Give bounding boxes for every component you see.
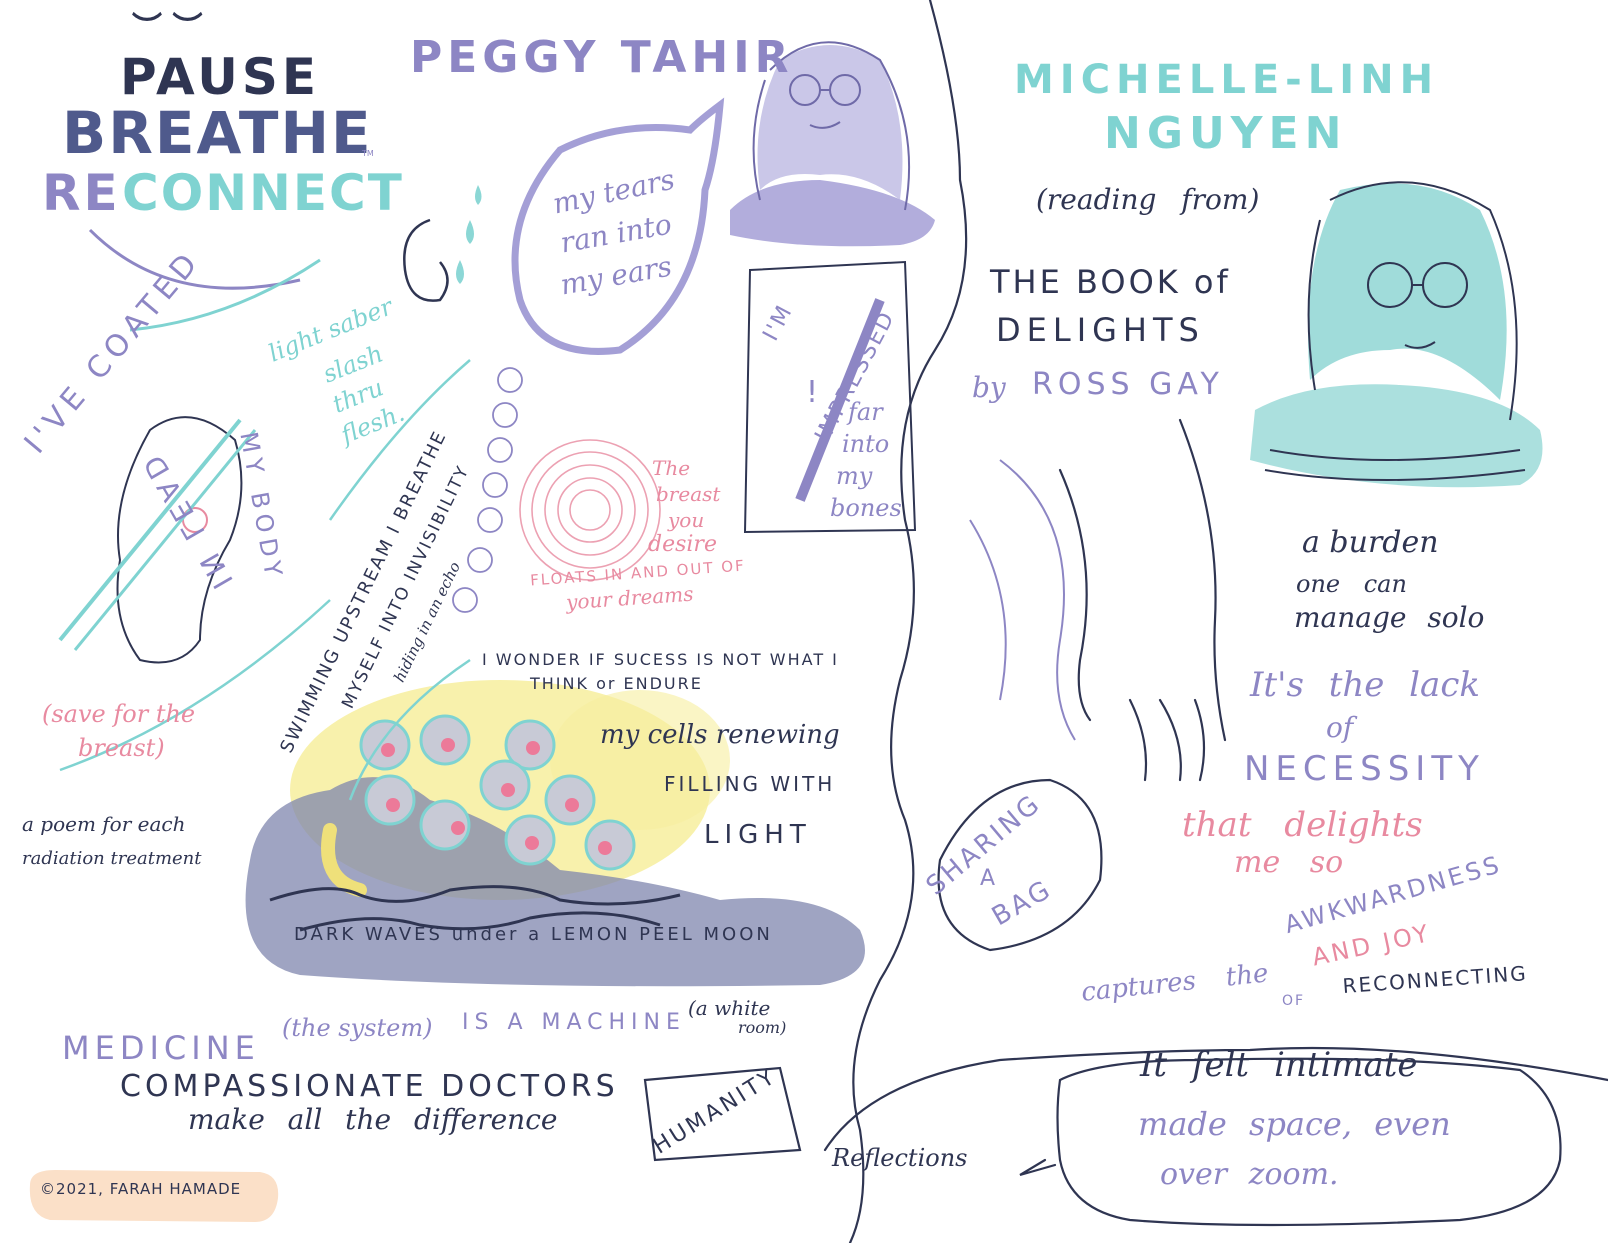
- lack-line: It's the lack: [1250, 665, 1480, 705]
- poem-each-2: radiation treatment: [22, 848, 202, 869]
- burden-1: a burden: [1302, 525, 1439, 560]
- wonder-line-2: THINK or ENDURE: [530, 674, 703, 693]
- breast-desire-2: breast: [656, 482, 721, 506]
- author-name: ROSS GAY: [1032, 367, 1224, 402]
- compassionate-doctors: COMPASSIONATE DOCTORS: [120, 1069, 619, 1104]
- is-a-machine: IS A MACHINE: [462, 1010, 686, 1035]
- hands-sketch: [969, 459, 1076, 741]
- me-so-line: me so: [1234, 845, 1344, 880]
- speaker-name-michelle-2: NGUYEN: [1104, 108, 1348, 159]
- burden-3: manage solo: [1294, 601, 1485, 634]
- impressed-bang: !: [806, 375, 819, 410]
- breast-circles: [519, 439, 661, 581]
- cells-renewing: my cells renewing: [600, 720, 840, 750]
- of-word: of: [1326, 711, 1354, 744]
- hug-arms: [88, 228, 321, 332]
- tears-speech-bubble: [511, 97, 725, 355]
- reflections-label: Reflections: [832, 1144, 968, 1172]
- wonder-line-1: I WONDER IF SUCESS IS NOT WHAT I: [482, 650, 839, 669]
- breast-desire-1: The: [652, 456, 691, 480]
- cells-cluster: [359, 714, 636, 871]
- difference-text: make all the difference: [188, 1103, 558, 1136]
- lead-figure: [58, 416, 257, 664]
- peggy-portrait: [730, 41, 935, 247]
- into-word: into: [842, 430, 890, 458]
- filling-with: FILLING WITH: [664, 772, 836, 796]
- dark-waves-text: DARK WAVES under a LEMON PEEL MOON: [294, 924, 773, 945]
- trademark: TM: [362, 149, 374, 158]
- teardrops: [456, 185, 482, 284]
- white-room-1: (a white: [688, 996, 771, 1020]
- delights-line: that delights: [1182, 805, 1423, 845]
- burden-2: one can: [1296, 570, 1407, 598]
- reflection-line-3: over zoom.: [1160, 1157, 1339, 1192]
- title-pause: PAUSE: [120, 48, 320, 106]
- impressed-card: [743, 260, 917, 534]
- save-breast-1: (save for the: [42, 700, 196, 728]
- white-room-2: room): [738, 1018, 787, 1037]
- title-connect: CONNECT: [122, 164, 404, 222]
- reflection-line-2: made space, even: [1138, 1105, 1451, 1143]
- reading-from: (reading from): [1036, 183, 1260, 216]
- michelle-portrait: [1250, 181, 1543, 488]
- divider-contours: [643, 0, 1608, 1243]
- bones-word: bones: [830, 494, 902, 522]
- poem-each-1: a poem for each: [22, 812, 186, 836]
- reflection-line-1: It felt intimate: [1140, 1045, 1418, 1085]
- breast-desire-4: desire: [648, 532, 717, 557]
- my-word: my: [836, 462, 873, 490]
- the-system: (the system): [282, 1014, 433, 1042]
- necessity-word: NECESSITY: [1244, 749, 1485, 789]
- bubble-column: [452, 367, 523, 613]
- closed-eyes: ︶ ︶: [132, 11, 203, 46]
- a-word: A: [980, 866, 1002, 891]
- far-word: far: [848, 398, 883, 426]
- credit-text: ©2021, FARAH HAMADE: [40, 1180, 242, 1198]
- title-breathe: BREATHE: [62, 99, 373, 167]
- speaker-name-peggy: PEGGY TAHIR: [410, 32, 794, 83]
- speaker-name-michelle-1: MICHELLE-LINH: [1014, 57, 1440, 103]
- teal-swooshes: [59, 359, 471, 801]
- book-title-1: THE BOOK of: [990, 263, 1231, 301]
- title-re: RE: [42, 164, 121, 222]
- book-title-2: DELIGHTS: [996, 311, 1205, 349]
- by-word: by: [972, 371, 1006, 404]
- save-breast-2: breast): [78, 734, 165, 762]
- of-small: OF: [1282, 993, 1306, 1009]
- credit-pill: [29, 1170, 279, 1222]
- light-word: LIGHT: [704, 820, 812, 850]
- medicine-word: MEDICINE: [62, 1029, 260, 1067]
- dark-waves-lines: [269, 885, 681, 932]
- breast-desire-3: you: [668, 508, 705, 532]
- ear-sketch: [403, 218, 449, 302]
